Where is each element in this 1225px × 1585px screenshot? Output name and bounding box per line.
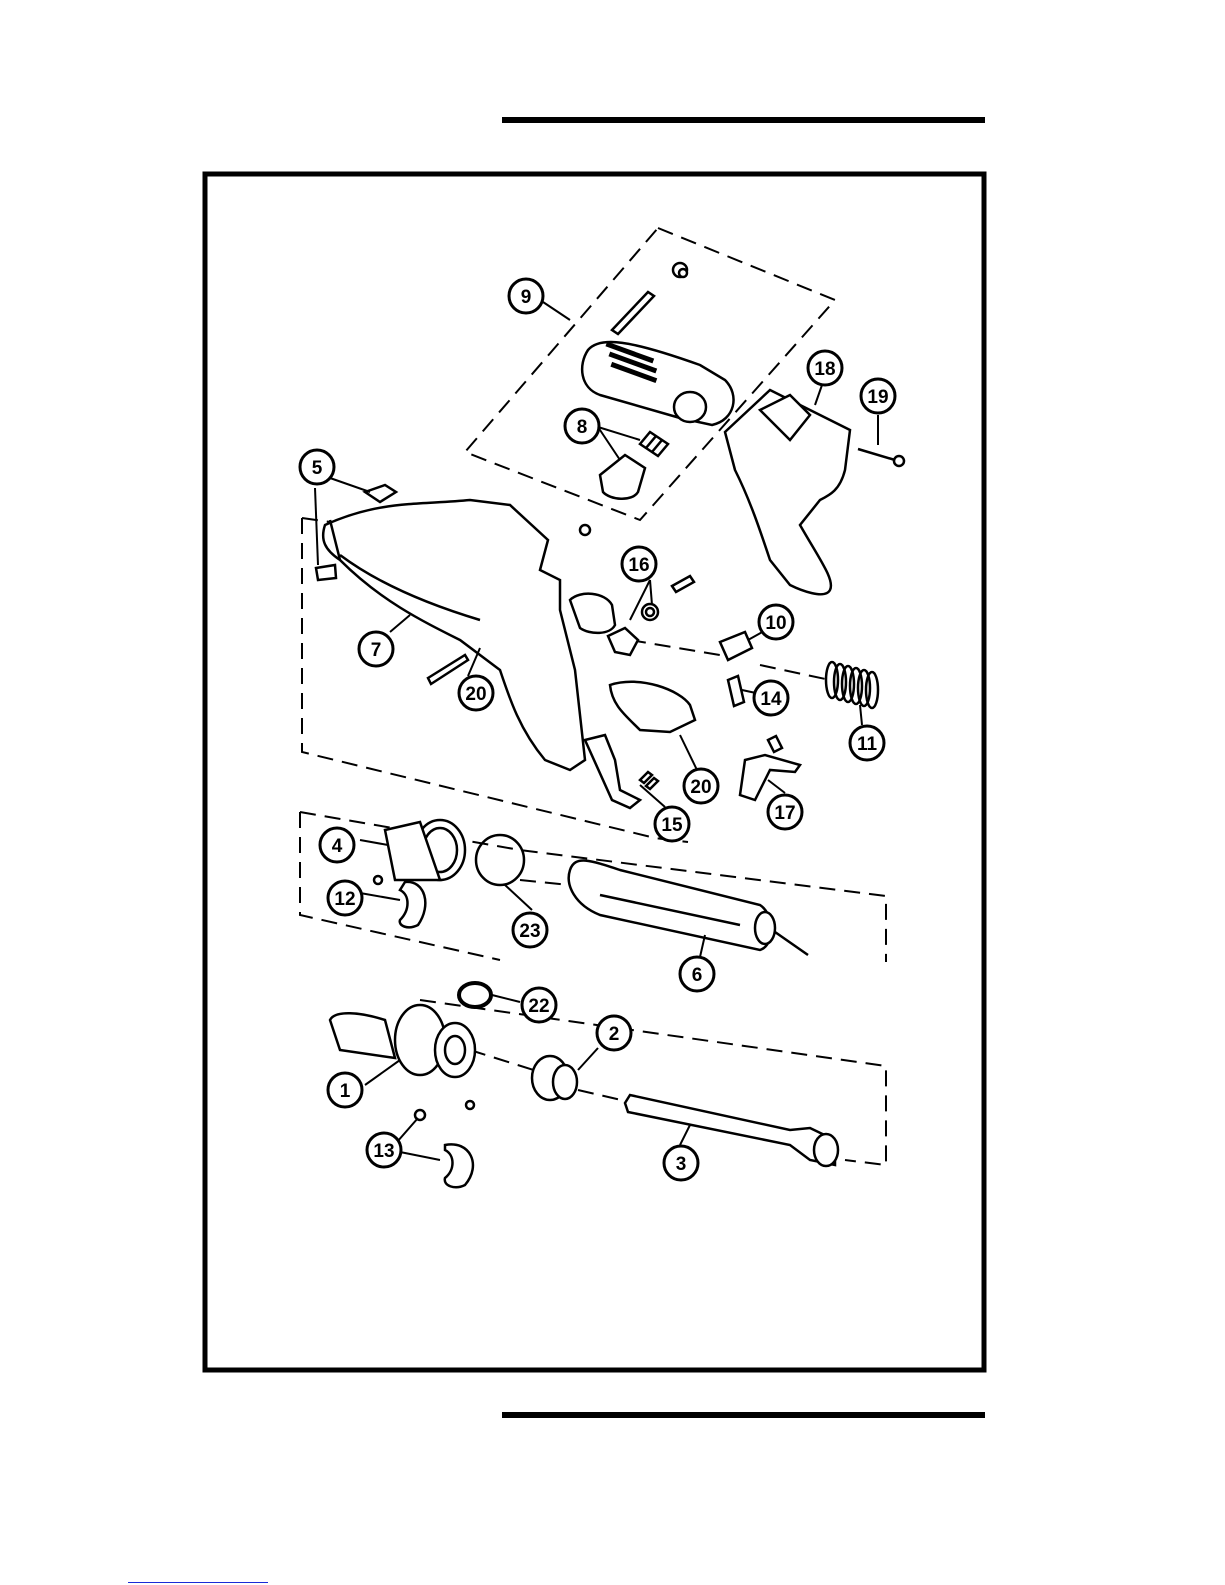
part-6-barrel [569,861,808,955]
callout-label: 10 [765,613,786,634]
callout-2: 2 [597,1016,631,1050]
part-16-cylinder [570,594,615,633]
callout-label: 8 [577,417,588,438]
part-10-bushing [720,632,752,660]
callout-16: 16 [622,547,656,581]
callout-label: 16 [628,555,649,576]
callout-18: 18 [808,351,842,385]
part-11-spring [826,662,878,708]
callout-19: 19 [861,379,895,413]
callout-11: 11 [850,726,884,760]
part-16-pin [672,576,694,592]
callout-6: 6 [680,957,714,991]
part-16-latch [608,628,638,655]
part-9-pin [612,292,654,334]
callout-22: 22 [522,988,556,1022]
part-5-clip-b [316,565,336,580]
callout-label: 3 [676,1154,687,1175]
callout-3: 3 [664,1146,698,1180]
part-13-ball-b [466,1101,474,1109]
part-12-ring [400,882,426,927]
part-9-cover [582,342,733,425]
part-1-head [330,1005,475,1077]
part-16-spring [642,604,658,620]
callout-label: 15 [661,815,683,836]
callout-7: 7 [359,632,393,666]
callout-9: 9 [509,279,543,313]
callout-label: 5 [312,458,323,479]
callout-14: 14 [754,681,788,715]
part-7-housing [323,500,585,770]
callout-23: 23 [513,913,547,947]
part-5-clip-a [365,485,396,502]
part-15-trigger [585,735,640,808]
part-19-screw [858,449,904,466]
callout-label: 7 [371,640,382,661]
callout-label: 12 [334,889,355,910]
part-13-ring [445,1144,473,1187]
part-7-nut [580,525,590,535]
callout-20: 20 [684,769,718,803]
callout-12: 12 [328,881,362,915]
footer-link-underline[interactable] [128,1582,268,1583]
callout-label: 1 [340,1081,351,1102]
callout-10: 10 [759,605,793,639]
callout-label: 17 [774,803,795,824]
callout-5: 5 [300,450,334,484]
part-23-oring [476,835,524,885]
part-4-collar [385,820,465,880]
callout-8: 8 [565,409,599,443]
callout-label: 2 [609,1024,620,1045]
callout-20: 20 [459,676,493,710]
callout-4: 4 [320,828,354,862]
callout-label: 11 [857,734,878,755]
part-2-bushing [532,1056,577,1100]
callout-label: 9 [521,287,532,308]
callout-label: 20 [465,684,486,705]
callout-15: 15 [655,807,689,841]
callout-label: 6 [692,965,703,986]
part-3-rod [625,1095,838,1166]
part-20-pin [428,655,468,684]
callout-label: 20 [690,777,711,798]
callout-label: 19 [867,387,888,408]
part-12-ball [374,876,382,884]
callout-label: 13 [373,1141,394,1162]
callout-13: 13 [367,1133,401,1167]
part-22-oring [459,983,491,1007]
callout-1: 1 [328,1073,362,1107]
callout-label: 22 [528,996,549,1017]
part-17-lever [740,755,800,800]
callout-17: 17 [768,795,802,829]
callout-label: 14 [760,689,782,710]
part-20-plate [610,682,695,732]
part-9-spring-top [673,263,687,277]
callout-label: 4 [332,836,343,857]
part-8-plunger [600,455,645,499]
callout-label: 18 [814,359,835,380]
callout-label: 23 [519,921,540,942]
part-8-spring [640,432,668,456]
part-14-valve [728,676,744,706]
